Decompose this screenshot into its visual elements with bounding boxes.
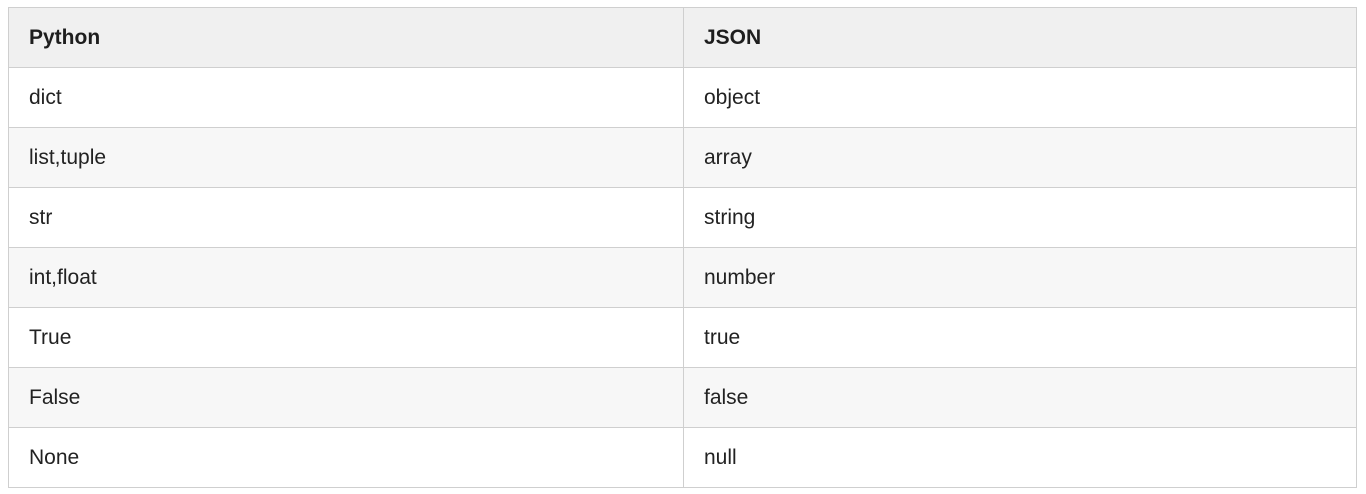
python-json-type-table: Python JSON dict object list,tuple array… xyxy=(8,7,1357,488)
json-type-cell: false xyxy=(683,367,1357,428)
python-type-cell: int,float xyxy=(8,247,684,308)
header-python: Python xyxy=(8,7,684,68)
table-row: list,tuple array xyxy=(8,127,1357,188)
json-type-cell: object xyxy=(683,67,1357,128)
python-type-cell: str xyxy=(8,187,684,248)
table-row: str string xyxy=(8,187,1357,248)
python-type-cell: None xyxy=(8,427,684,488)
json-type-cell: string xyxy=(683,187,1357,248)
json-type-cell: number xyxy=(683,247,1357,308)
table-row: False false xyxy=(8,367,1357,428)
python-type-cell: dict xyxy=(8,67,684,128)
json-type-cell: array xyxy=(683,127,1357,188)
python-type-cell: True xyxy=(8,307,684,368)
table-row: int,float number xyxy=(8,247,1357,308)
json-type-cell: true xyxy=(683,307,1357,368)
type-mapping-table-container: Python JSON dict object list,tuple array… xyxy=(8,7,1357,488)
python-type-cell: list,tuple xyxy=(8,127,684,188)
json-type-cell: null xyxy=(683,427,1357,488)
table-row: dict object xyxy=(8,67,1357,128)
table-header-row: Python JSON xyxy=(8,7,1357,68)
python-type-cell: False xyxy=(8,367,684,428)
table-row: None null xyxy=(8,427,1357,488)
header-json: JSON xyxy=(683,7,1357,68)
table-row: True true xyxy=(8,307,1357,368)
